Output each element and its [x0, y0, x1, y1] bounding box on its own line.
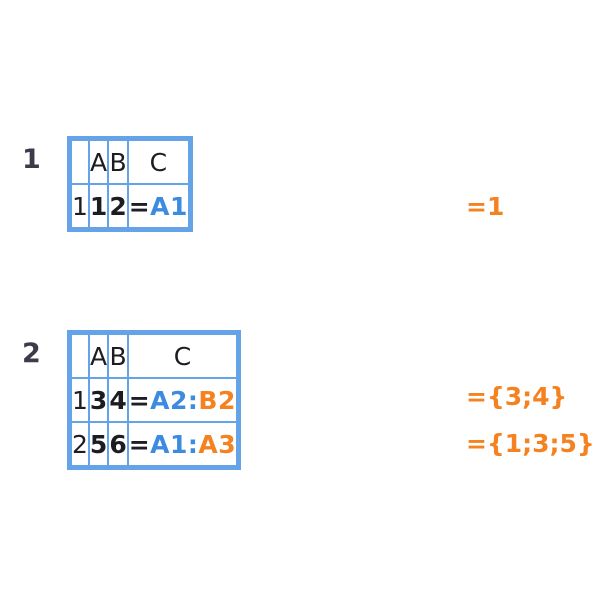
- formula-reference-start: A1: [150, 429, 188, 459]
- cell-a1[interactable]: 1: [89, 185, 108, 227]
- column-header-c[interactable]: C: [128, 335, 237, 377]
- column-header-row: A B C: [72, 141, 188, 183]
- cell-c1-formula[interactable]: =A2:B2: [128, 379, 237, 421]
- row-header-2[interactable]: 2: [72, 423, 88, 465]
- formula-reference-end: B2: [198, 385, 236, 415]
- corner-header-cell: [72, 141, 88, 183]
- table-row: 1 1 2 =A1: [72, 185, 188, 227]
- column-header-c[interactable]: C: [128, 141, 188, 183]
- formula-range-colon: :: [187, 385, 199, 415]
- cell-b2[interactable]: 6: [109, 423, 127, 465]
- formula-reference-end: A3: [198, 429, 237, 459]
- table-row: 2 5 6 =A1:A3: [72, 423, 237, 465]
- formula-result-annotation: ={3;4}: [466, 382, 568, 411]
- column-header-row: A B C: [72, 335, 237, 377]
- formula-reference-start: A2: [150, 385, 188, 415]
- table-row: 1 3 4 =A2:B2: [72, 379, 237, 421]
- spreadsheet-table-1: A B C 1 1 2 =A1: [70, 139, 190, 229]
- cell-c2-formula[interactable]: =A1:A3: [128, 423, 237, 465]
- example-number-label-2: 2: [22, 338, 41, 369]
- spreadsheet-grid-1: A B C 1 1 2 =A1: [67, 136, 193, 232]
- spreadsheet-grid-2: A B C 1 3 4 =A2:B2 2 5 6 =A1:A3: [67, 330, 242, 470]
- cell-b1[interactable]: 4: [109, 379, 127, 421]
- column-header-b[interactable]: B: [109, 141, 127, 183]
- cell-b1[interactable]: 2: [109, 185, 127, 227]
- cell-a2[interactable]: 5: [89, 423, 108, 465]
- formula-equals-sign: =: [128, 191, 151, 221]
- cell-c1-formula[interactable]: =A1: [128, 185, 188, 227]
- spreadsheet-table-2: A B C 1 3 4 =A2:B2 2 5 6 =A1:A3: [70, 333, 239, 467]
- column-header-a[interactable]: A: [89, 335, 108, 377]
- row-header-1[interactable]: 1: [72, 185, 88, 227]
- formula-result-annotation: ={1;3;5}: [466, 429, 595, 458]
- cell-a1[interactable]: 3: [89, 379, 108, 421]
- column-header-b[interactable]: B: [109, 335, 127, 377]
- column-header-a[interactable]: A: [89, 141, 108, 183]
- corner-header-cell: [72, 335, 88, 377]
- formula-result-annotation: =1: [466, 192, 505, 221]
- formula-equals-sign: =: [128, 385, 151, 415]
- row-header-1[interactable]: 1: [72, 379, 88, 421]
- example-number-label-1: 1: [22, 144, 41, 175]
- formula-reference-start: A1: [150, 191, 188, 221]
- formula-equals-sign: =: [128, 429, 151, 459]
- formula-range-colon: :: [187, 429, 199, 459]
